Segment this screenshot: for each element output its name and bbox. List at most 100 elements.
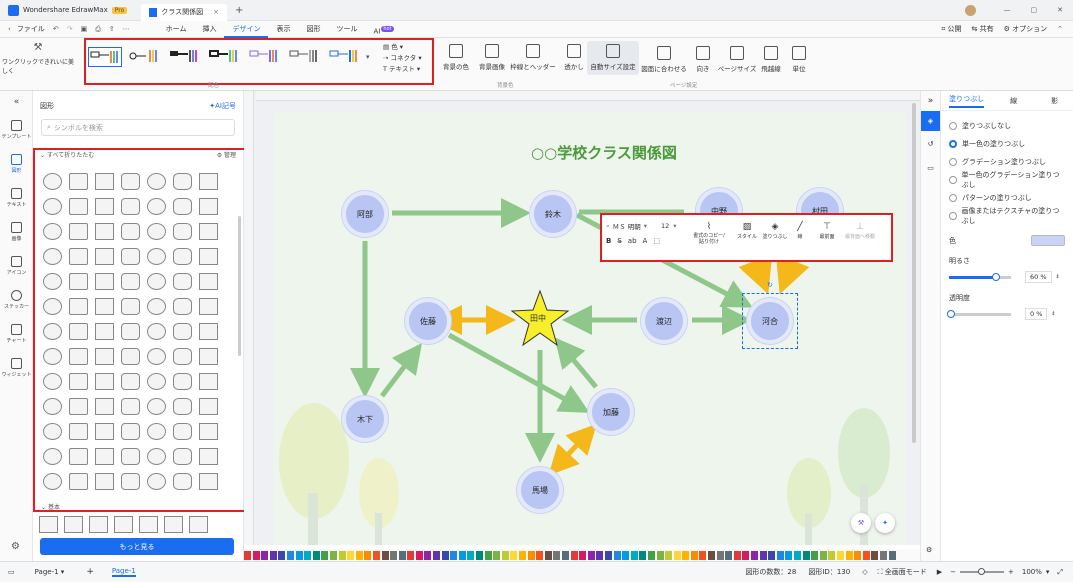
shape-tile[interactable] [68, 273, 88, 290]
fit-page-icon[interactable]: ⤢ [1057, 567, 1063, 576]
shape-tile[interactable] [94, 323, 114, 340]
shape-tile[interactable] [68, 423, 88, 440]
shape-tile[interactable] [42, 323, 62, 340]
export-icon[interactable]: ⇪ [108, 25, 115, 33]
palette-swatch[interactable] [244, 550, 251, 560]
shape-tile[interactable] [146, 398, 166, 415]
shape-tile[interactable] [120, 348, 140, 365]
node-watanabe[interactable]: 渡辺 [641, 298, 687, 344]
collapse-panel-button[interactable]: « [0, 91, 33, 113]
connector-menu-item[interactable]: ⇢ コネクタ ▾ [383, 54, 422, 62]
palette-swatch[interactable] [561, 550, 569, 560]
palette-swatch[interactable] [639, 550, 647, 560]
shape-tile[interactable] [120, 248, 140, 265]
shape-tile[interactable] [68, 373, 88, 390]
palette-swatch[interactable] [776, 550, 784, 560]
shape-tile[interactable] [172, 373, 192, 390]
page-size-button[interactable]: ページサイズ [717, 43, 757, 73]
undo-icon[interactable]: ↶ [52, 25, 59, 33]
shape-tile[interactable] [172, 323, 192, 340]
drawing-page[interactable]: ○○学校クラス関係図 阿部 鈴木 中野 村田 佐藤 田中 渡辺 河合 ↻ 木下 … [274, 113, 906, 545]
shape-tile[interactable] [172, 398, 192, 415]
font-family-select[interactable]: ＭＳ 明朝 [612, 223, 641, 231]
palette-swatch[interactable] [269, 550, 277, 560]
play-icon[interactable]: ▶ [936, 568, 943, 576]
palette-swatch[interactable] [879, 550, 887, 560]
palette-swatch[interactable] [802, 550, 810, 560]
tab-home[interactable]: ホーム [165, 24, 187, 33]
shape-tile[interactable] [94, 173, 114, 190]
shape-tile[interactable] [94, 223, 114, 240]
diagram-title[interactable]: ○○学校クラス関係図 [531, 144, 677, 162]
tab-line[interactable]: 線 [1010, 96, 1018, 105]
sidebar-item-templates[interactable]: テンプレート [0, 113, 33, 147]
ai-sparkle-button[interactable]: ✦ [875, 513, 895, 533]
basic-section-header[interactable]: ⌄ 基本 [41, 502, 60, 511]
shape-tile[interactable] [42, 398, 62, 415]
palette-swatch[interactable] [630, 550, 638, 560]
fit-drawing-button[interactable]: 図面に合わせる [639, 43, 689, 73]
palette-swatch[interactable] [587, 550, 595, 560]
palette-swatch[interactable] [312, 550, 320, 560]
shape-tile[interactable] [172, 198, 192, 215]
shape-tile[interactable] [68, 398, 88, 415]
canvas-vertical-scrollbar[interactable] [912, 103, 916, 443]
shape-tile[interactable] [146, 248, 166, 265]
palette-swatch[interactable] [398, 550, 406, 560]
shape-tile[interactable] [94, 423, 114, 440]
text-menu-item[interactable]: T テキスト ▾ [383, 65, 421, 73]
shape-tile[interactable] [120, 298, 140, 315]
palette-swatch[interactable] [390, 550, 398, 560]
palette-swatch[interactable] [519, 550, 526, 560]
palette-swatch[interactable] [647, 550, 655, 560]
sidebar-item-widgets[interactable]: ウィジェット [0, 351, 33, 385]
shape-tile[interactable] [94, 473, 114, 490]
palette-swatch[interactable] [690, 550, 698, 560]
palette-swatch[interactable] [321, 550, 329, 560]
shape-tile[interactable] [68, 248, 88, 265]
palette-swatch[interactable] [733, 550, 741, 560]
shape-tile[interactable] [172, 248, 192, 265]
shape-tile[interactable] [198, 323, 218, 340]
palette-swatch[interactable] [295, 550, 303, 560]
palette-swatch[interactable] [450, 550, 458, 560]
shapes-scrollbar[interactable] [238, 216, 241, 356]
layout-style-6[interactable] [288, 47, 322, 67]
palette-swatch[interactable] [596, 550, 604, 560]
shape-tile[interactable] [42, 448, 62, 465]
stepper-icon[interactable]: ⇕ [1051, 311, 1056, 317]
collapse-all-link[interactable]: ⌄ すべて折りたたむ [40, 150, 94, 159]
shape-tile[interactable] [94, 348, 114, 365]
shape-tile[interactable] [198, 473, 218, 490]
zoom-out-icon[interactable]: − [950, 568, 956, 576]
shape-tile[interactable] [146, 298, 166, 315]
history-icon[interactable]: ↺ [927, 140, 934, 148]
palette-swatch[interactable] [433, 550, 441, 560]
palette-swatch[interactable] [699, 550, 707, 560]
palette-swatch[interactable] [484, 550, 492, 560]
shape-tile[interactable] [42, 373, 62, 390]
palette-swatch[interactable] [768, 550, 776, 560]
slider-thumb[interactable] [992, 272, 1000, 281]
layout-style-7[interactable] [328, 47, 362, 67]
sidebar-item-icons[interactable]: アイコン [0, 249, 33, 283]
shape-tile[interactable] [42, 273, 62, 290]
presentation-icon[interactable]: ▭ [927, 164, 934, 172]
expand-panel-icon[interactable]: » [927, 96, 934, 106]
palette-swatch[interactable] [536, 550, 544, 560]
close-window-icon[interactable]: ✕ [1057, 6, 1063, 14]
shape-tile[interactable] [146, 448, 166, 465]
palette-swatch[interactable] [716, 550, 724, 560]
shape-tile[interactable] [114, 516, 133, 533]
palette-swatch[interactable] [252, 550, 260, 560]
right-settings-icon[interactable]: ⚙ [926, 546, 933, 554]
palette-swatch[interactable] [751, 550, 759, 560]
tab-tools[interactable]: ツール [336, 24, 358, 33]
slider-thumb[interactable] [947, 309, 955, 318]
node-baba[interactable]: 馬場 [517, 467, 563, 513]
palette-swatch[interactable] [355, 550, 363, 560]
shape-tile[interactable] [146, 423, 166, 440]
gallery-dropdown-icon[interactable]: ▾ [366, 53, 370, 61]
palette-swatch[interactable] [493, 550, 501, 560]
